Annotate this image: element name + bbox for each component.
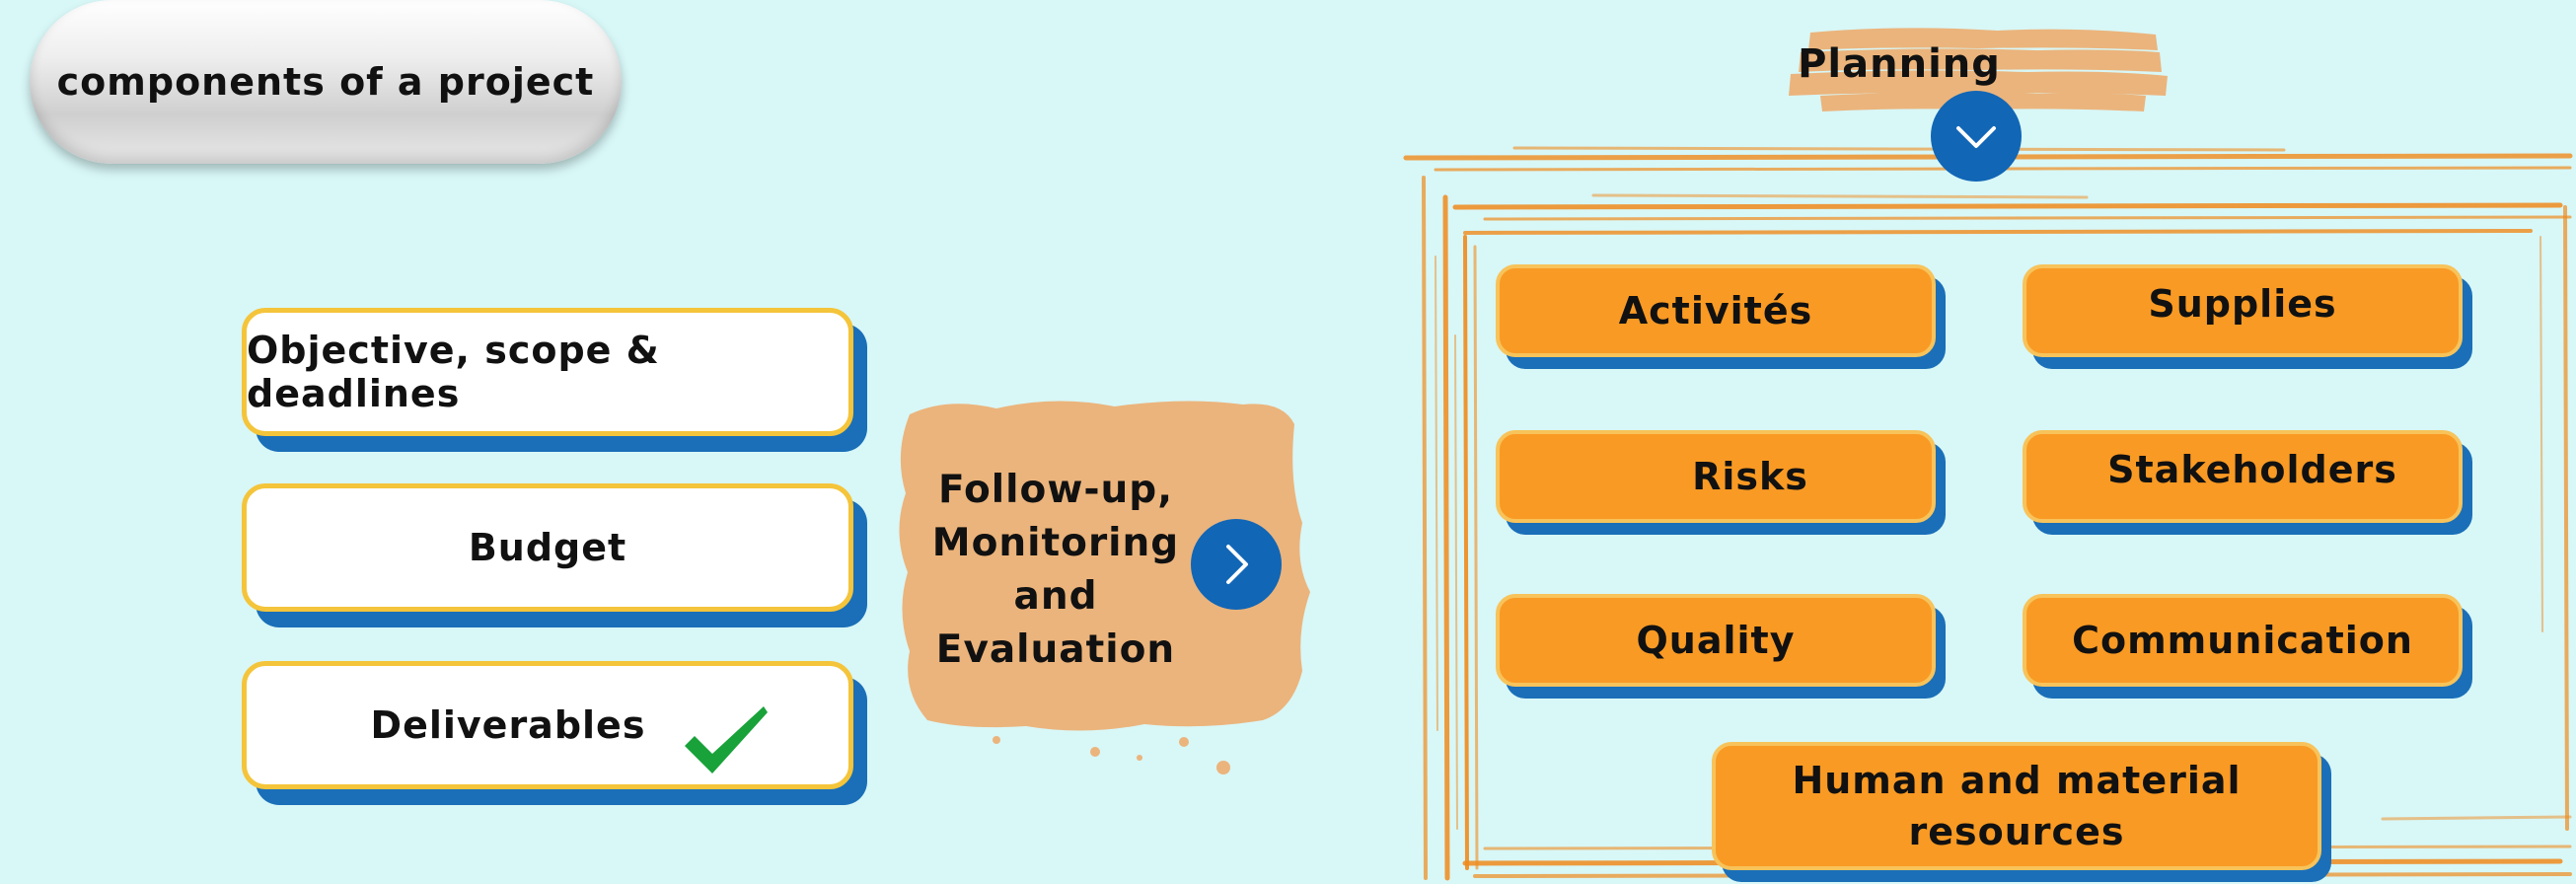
planning-brush xyxy=(1789,28,2168,111)
card-budget: Budget xyxy=(242,483,853,612)
title-pill: components of a project xyxy=(30,0,622,164)
card-objective-scope-deadlines: Objective, scope & deadlines xyxy=(242,308,853,436)
planning-item-quality: Quality xyxy=(1496,594,1936,687)
card-label: Budget xyxy=(468,526,627,569)
next-button[interactable] xyxy=(1191,519,1282,610)
card-label: Deliverables xyxy=(370,703,646,747)
planning-item-supplies: Supplies xyxy=(2023,264,2463,357)
page-title: components of a project xyxy=(56,60,595,104)
planning-item-stakeholders: Stakeholders xyxy=(2023,430,2463,523)
checkmark-icon xyxy=(685,706,768,774)
planning-item-human-material-resources: Human and material resources xyxy=(1712,742,2321,870)
planning-item-activites: Activités xyxy=(1496,264,1936,357)
planning-expand-button[interactable] xyxy=(1931,91,2022,182)
planning-item-risks: Risks xyxy=(1496,430,1936,523)
followup-blob xyxy=(899,401,1310,774)
card-label: Objective, scope & deadlines xyxy=(247,329,660,415)
chevron-right-icon xyxy=(1226,545,1248,584)
chevron-down-icon xyxy=(1956,126,1996,148)
planning-item-communication: Communication xyxy=(2023,594,2463,687)
followup-label: Follow-up, Monitoring and Evaluation xyxy=(931,468,1180,672)
planning-label: Planning xyxy=(1798,41,2001,87)
